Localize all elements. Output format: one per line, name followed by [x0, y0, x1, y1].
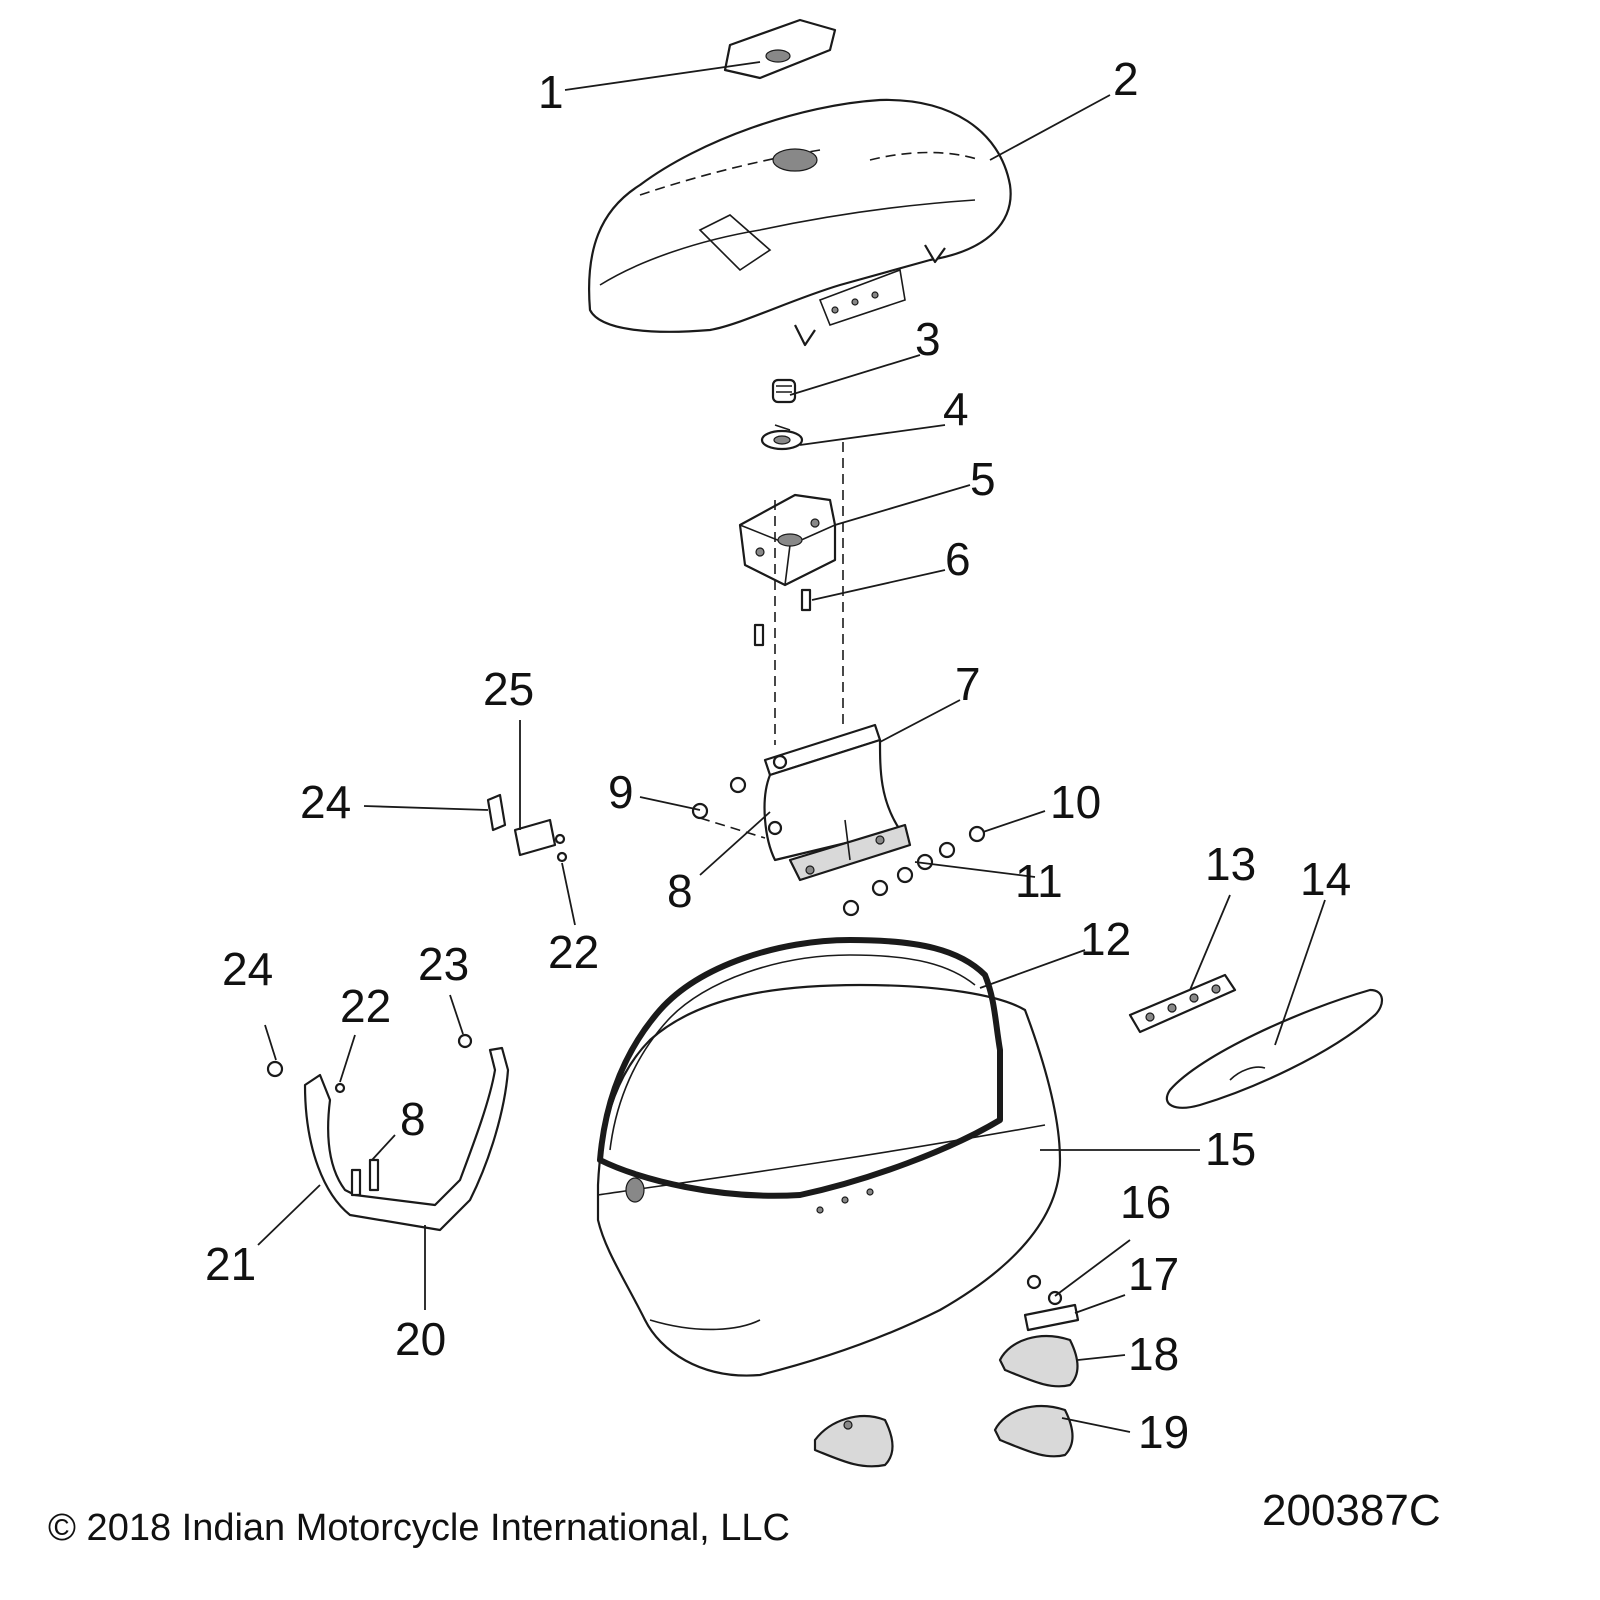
part-6-screws [753, 588, 812, 647]
part-1-lid-cap [723, 18, 837, 80]
callout-9: 9 [608, 766, 634, 818]
callout-24-rail: 24 [222, 943, 273, 995]
callout-2: 2 [1113, 53, 1139, 105]
callout-19: 19 [1138, 1406, 1189, 1458]
callout-15: 15 [1205, 1123, 1256, 1175]
part-13-hinge-plate [1128, 973, 1237, 1034]
callout-3: 3 [915, 313, 941, 365]
callout-17: 17 [1128, 1248, 1179, 1300]
callout-labels: 1 2 3 4 5 6 7 8 9 10 11 12 13 14 15 16 1… [205, 53, 1351, 1458]
callout-5: 5 [970, 453, 996, 505]
part-12-gasket [597, 937, 1003, 1199]
callout-16: 16 [1120, 1176, 1171, 1228]
part-4-washer [760, 424, 804, 451]
part-15-saddlebag [596, 983, 1062, 1377]
callout-24: 24 [300, 776, 351, 828]
callout-23: 23 [418, 938, 469, 990]
callout-18: 18 [1128, 1328, 1179, 1380]
callout-1: 1 [538, 66, 564, 118]
callout-8-rail: 8 [400, 1093, 426, 1145]
part-9-fasteners [691, 754, 788, 820]
copyright-text: © 2018 Indian Motorcycle International, … [48, 1507, 790, 1549]
callout-7: 7 [955, 658, 981, 710]
part-20-21-rail [266, 1033, 510, 1232]
callout-25: 25 [483, 663, 534, 715]
callout-21: 21 [205, 1238, 256, 1290]
part-24-25-22-upper [486, 793, 568, 863]
callout-8: 8 [667, 865, 693, 917]
callout-20: 20 [395, 1313, 446, 1365]
drawing-number: 200387C [1262, 1486, 1441, 1535]
callout-12: 12 [1080, 913, 1131, 965]
callout-6: 6 [945, 533, 971, 585]
callout-11: 11 [1015, 855, 1063, 907]
alignment-line-c [699, 817, 766, 839]
callout-4: 4 [943, 383, 969, 435]
part-2-lid [588, 98, 1012, 347]
part-16-19-bumpers [813, 1274, 1080, 1468]
leader-lines [257, 61, 1326, 1433]
callout-14: 14 [1300, 853, 1351, 905]
part-14-emblem [1165, 988, 1383, 1109]
part-3-knob [771, 378, 797, 404]
part-10-11-bolts [767, 820, 986, 917]
callout-13: 13 [1205, 838, 1256, 890]
callout-22-rail: 22 [340, 980, 391, 1032]
callout-10: 10 [1050, 776, 1101, 828]
part-7-bracket [763, 723, 912, 882]
part-5-latch [738, 493, 837, 587]
callout-22: 22 [548, 926, 599, 978]
